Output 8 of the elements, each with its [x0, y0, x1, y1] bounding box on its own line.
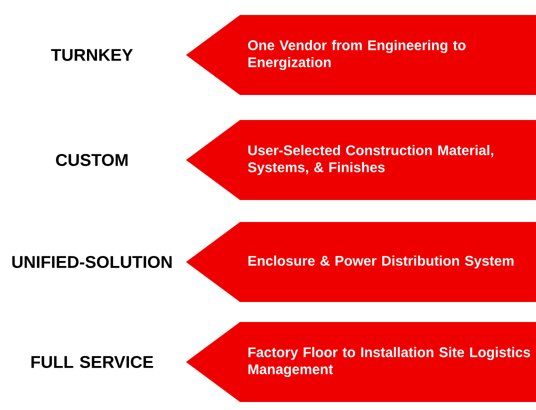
- category-label: FULL SERVICE: [31, 356, 154, 368]
- category-label: TURNKEY: [51, 49, 133, 61]
- arrow-banner: User-Selected Construction Material, Systems, & Finishes: [186, 120, 536, 200]
- category-label: CUSTOM: [56, 154, 128, 166]
- arrow-banner: Enclosure & Power Distribution System: [186, 222, 536, 302]
- arrow-banner: One Vendor from Engineering to Energization: [186, 15, 536, 95]
- category-label: UNIFIED-SOLUTION: [12, 256, 172, 268]
- arrow-banner: Factory Floor to Installation Site Logistics Management: [186, 322, 536, 402]
